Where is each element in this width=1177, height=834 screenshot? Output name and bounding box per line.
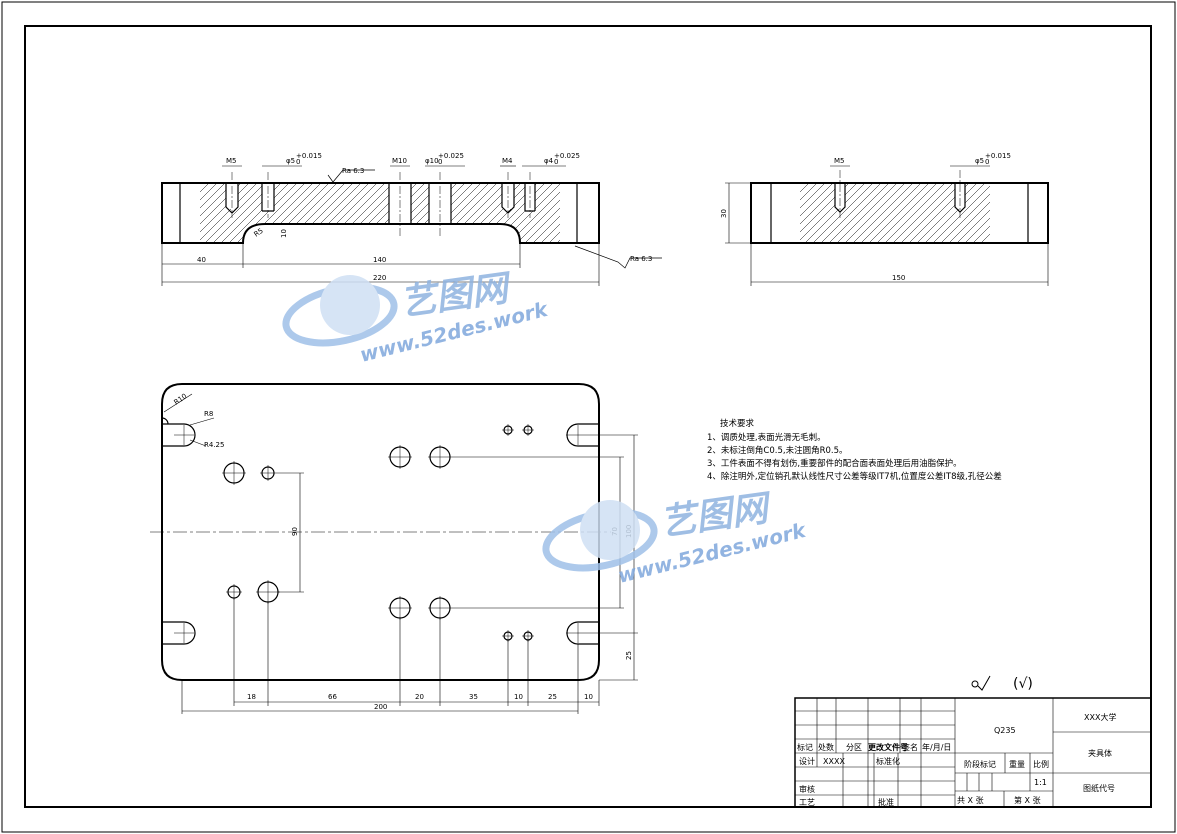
radius-r10: R10 xyxy=(173,392,189,406)
callout-m10: M10 xyxy=(392,157,407,165)
side-callout-lower-tol: 0 xyxy=(985,158,989,166)
side-callout-upper-tol: +0.015 xyxy=(985,152,1011,160)
radius-r4-25: R4.25 xyxy=(204,441,224,449)
dim-90: 90 xyxy=(291,527,299,536)
callout-phi5: φ5 xyxy=(286,157,295,165)
side-callout-m5: M5 xyxy=(834,157,845,165)
callout-m4: M4 xyxy=(502,157,513,165)
side-dim-150: 150 xyxy=(892,274,905,282)
radius-r8: R8 xyxy=(204,410,213,418)
tb-sheet-no: 第 X 张 xyxy=(1014,795,1041,805)
tb-header-mark: 标记 xyxy=(797,742,813,752)
callout-phi5-upper-tol: +0.015 xyxy=(296,152,322,160)
callout-phi4-upper-tol: +0.025 xyxy=(554,152,580,160)
tech-req-item-4: 4、除注明外,定位销孔默认线性尺寸公差等级IT7机,位置度公差IT8级,孔径公差 xyxy=(707,471,1002,482)
tb-process: 工艺 xyxy=(799,798,815,807)
roughness-ra63-bottom: Ra 6.3 xyxy=(630,255,652,263)
tb-material: Q235 xyxy=(994,726,1016,735)
dim-40: 40 xyxy=(197,256,206,264)
inner-radius-r5: R5 xyxy=(253,227,265,239)
tech-req-item-3: 3、工件表面不得有划伤,重要部件的配合面表面处理后用油脂保护。 xyxy=(707,458,962,469)
tb-part-name: 夹具体 xyxy=(1088,748,1112,758)
dim-220: 220 xyxy=(373,274,386,282)
general-roughness-symbol: (√) xyxy=(971,675,1033,692)
tb-approve: 批准 xyxy=(878,797,894,807)
roughness-ra63-top: Ra 6.3 xyxy=(342,167,364,175)
tb-design: 设计 xyxy=(799,756,815,766)
inner-depth-10: 10 xyxy=(280,229,288,238)
chain-dim-66: 66 xyxy=(328,693,337,701)
tb-sheets: 共 X 张 xyxy=(957,796,984,805)
title-block: 标记 处数 分区 更改文件号 签名 年/月/日 设计 XXXX 标准化 审核 工… xyxy=(794,697,1152,808)
side-callout-phi5: φ5 xyxy=(975,157,984,165)
tb-header-zone: 分区 xyxy=(846,743,862,752)
roughness-other-surfaces: (√) xyxy=(1013,676,1033,692)
callout-phi10: φ10 xyxy=(425,157,439,165)
dim-25-vertical: 25 xyxy=(625,651,633,660)
callout-phi4: φ4 xyxy=(544,157,554,165)
callout-phi4-lower-tol: 0 xyxy=(554,158,558,166)
chain-dim-20: 20 xyxy=(415,693,424,701)
chain-dim-10b: 10 xyxy=(584,693,593,701)
tb-standardize: 标准化 xyxy=(876,756,900,766)
tb-weight: 重量 xyxy=(1009,759,1025,769)
tb-drawing-code: 图纸代号 xyxy=(1083,783,1115,793)
tb-scale-label: 比例 xyxy=(1033,759,1049,769)
tb-header-date: 年/月/日 xyxy=(922,742,951,752)
top-view: R10 R8 R4.25 90 70 100 25 xyxy=(150,383,638,714)
chain-dim-25: 25 xyxy=(548,693,557,701)
tb-review: 审核 xyxy=(799,784,815,794)
side-dim-30: 30 xyxy=(720,209,728,218)
callout-m5: M5 xyxy=(226,157,237,165)
total-dim-200: 200 xyxy=(374,703,387,711)
chain-dim-18: 18 xyxy=(247,693,256,701)
dim-140: 140 xyxy=(373,256,386,264)
tech-req-title: 技术要求 xyxy=(720,418,755,429)
inner-frame xyxy=(24,25,1152,808)
chain-dim-10a: 10 xyxy=(514,693,523,701)
tb-header-sign: 签名 xyxy=(902,742,918,752)
tech-requirements: 技术要求 1、调质处理,表面光滑无毛刺。 2、未标注倒角C0.5,未注圆角R0.… xyxy=(707,418,1002,482)
callout-phi10-upper-tol: +0.025 xyxy=(438,152,464,160)
tb-designer: XXXX xyxy=(823,757,845,766)
chain-dim-35: 35 xyxy=(469,693,478,701)
tb-header-change-doc: 更改文件号 xyxy=(868,742,908,752)
tb-stage: 阶段标记 xyxy=(964,759,996,769)
tech-req-item-2: 2、未标注倒角C0.5,未注圆角R0.5。 xyxy=(707,445,848,456)
callout-phi10-lower-tol: 0 xyxy=(438,158,442,166)
front-section-view: M5 φ5 +0.015 0 M10 φ10 +0.025 0 M4 φ4 +0… xyxy=(161,152,662,286)
callout-phi5-lower-tol: 0 xyxy=(296,158,300,166)
tb-header-count: 处数 xyxy=(818,742,834,752)
side-section-view: M5 φ5 +0.015 0 30 150 xyxy=(720,152,1049,286)
watermark-1: 艺图网 www.52des.work xyxy=(282,268,551,367)
tb-scale: 1:1 xyxy=(1034,778,1047,787)
tb-school: XXX大学 xyxy=(1084,712,1116,722)
tech-req-item-1: 1、调质处理,表面光滑无毛刺。 xyxy=(707,432,826,443)
watermark-2: 艺图网 www.52des.work xyxy=(542,488,809,588)
